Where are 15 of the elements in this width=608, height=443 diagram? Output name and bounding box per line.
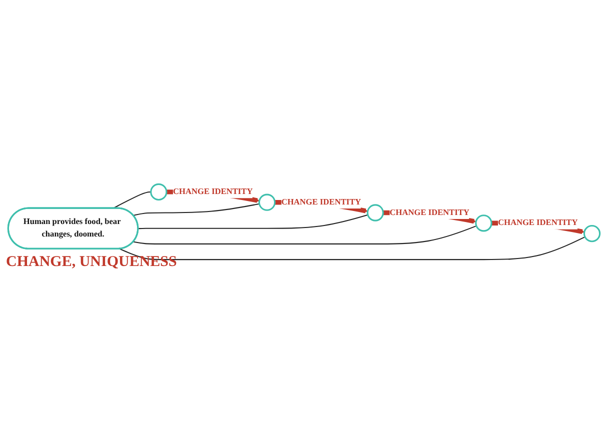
connector <box>133 202 260 216</box>
node-caption: CHANGE, UNIQUENESS <box>6 254 177 272</box>
connector <box>138 214 368 229</box>
edge-label: CHANGE IDENTITY <box>281 197 362 206</box>
node-circle <box>366 204 384 221</box>
connector <box>133 225 477 244</box>
node-circle <box>583 224 601 242</box>
connector <box>119 236 586 260</box>
node-circle <box>258 193 276 211</box>
edge-label: CHANGE IDENTITY <box>172 186 253 196</box>
node-circle <box>475 214 492 232</box>
edge-label: CHANGE IDENTITY <box>390 208 470 217</box>
edge-label: CHANGE IDENTITY <box>498 218 578 227</box>
node-circle <box>150 183 168 200</box>
connector <box>112 191 151 208</box>
